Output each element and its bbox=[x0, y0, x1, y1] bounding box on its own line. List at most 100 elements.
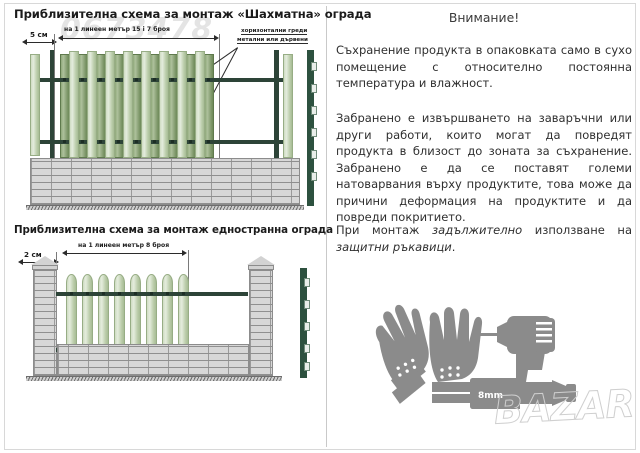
dim-line-span-2 bbox=[66, 253, 184, 254]
bolt bbox=[63, 140, 66, 143]
bolt bbox=[70, 292, 73, 295]
post-profile-view bbox=[307, 50, 314, 206]
slat-front bbox=[87, 51, 97, 158]
safety-gloves-icon bbox=[375, 304, 483, 404]
socket-bit-icon: 8mm bbox=[470, 378, 576, 409]
post-bracket bbox=[304, 278, 310, 287]
dim-arrow-right-span-2 bbox=[182, 250, 187, 256]
bolt bbox=[153, 78, 156, 81]
post-bracket bbox=[304, 322, 310, 331]
slat-front bbox=[123, 51, 133, 158]
bolt bbox=[117, 140, 120, 143]
diagram2-title: Приблизителна схема за монтаж едностранн… bbox=[14, 224, 333, 236]
bolt bbox=[171, 78, 174, 81]
slat-edge bbox=[30, 54, 40, 156]
slat-front bbox=[105, 51, 115, 158]
bolt bbox=[207, 140, 210, 143]
dim-line-5cm bbox=[26, 42, 54, 43]
bolt bbox=[134, 292, 137, 295]
post-bracket bbox=[311, 106, 317, 115]
post-bracket bbox=[304, 300, 310, 309]
storage-paragraph: Съхранение продукта в опаковката само в … bbox=[336, 43, 632, 90]
gloves-text-emphasis-2: защитни ръкавици bbox=[336, 239, 452, 254]
gloves-text-end: . bbox=[451, 239, 456, 254]
post-bracket bbox=[304, 362, 310, 371]
dim-arrow-left-span-2 bbox=[62, 250, 67, 256]
bolt bbox=[118, 292, 121, 295]
rail-bottom-bare bbox=[216, 140, 288, 144]
socket-size-label: 8mm bbox=[478, 391, 503, 401]
bolt bbox=[182, 292, 185, 295]
dim-arrow-right-span-1 bbox=[214, 35, 219, 41]
post-bracket bbox=[311, 150, 317, 159]
pillar-right bbox=[249, 270, 273, 376]
diagram-single-sided-fence: 2 см на 1 линеен метър 8 броя bbox=[8, 242, 324, 447]
bolt bbox=[81, 78, 84, 81]
bolt bbox=[150, 292, 153, 295]
rail-stub-bottom-left bbox=[40, 140, 66, 144]
gloves-text-emphasis-1: задължително bbox=[432, 223, 523, 237]
bolt bbox=[135, 78, 138, 81]
gloves-text-pre: При монтаж bbox=[336, 223, 433, 237]
bolt bbox=[117, 78, 120, 81]
panel-divider bbox=[326, 6, 327, 447]
bolt bbox=[102, 292, 105, 295]
bolt bbox=[166, 292, 169, 295]
dim-tick-b bbox=[219, 34, 220, 168]
dim-label-5cm: 5 см bbox=[30, 30, 48, 39]
slat-front bbox=[141, 51, 151, 158]
bolt bbox=[63, 78, 66, 81]
gloves-paragraph: При монтаж задължително използване на за… bbox=[336, 222, 632, 255]
dim-arrow-left-5cm bbox=[22, 39, 27, 45]
slat-right-edge bbox=[283, 54, 293, 158]
pillar-cap-left bbox=[32, 265, 58, 270]
tools-illustration: 8mm bbox=[375, 304, 576, 409]
brick-base-wall bbox=[30, 158, 300, 205]
fence-post-left bbox=[50, 50, 54, 162]
prohibition-paragraph: Забранено е извършването на заваръчни ил… bbox=[336, 111, 632, 224]
dim-label-2cm: 2 см bbox=[24, 250, 42, 259]
bolt bbox=[99, 78, 102, 81]
callout-horizontal-beams-line1: хоризонтални греди bbox=[241, 28, 308, 35]
post-bracket bbox=[311, 128, 317, 137]
post-bracket bbox=[311, 84, 317, 93]
bolt bbox=[153, 140, 156, 143]
dim-arrow-left-span-1 bbox=[58, 35, 63, 41]
slat-front bbox=[159, 51, 169, 158]
pillar-cap-right bbox=[248, 265, 274, 270]
watermark-bazar: BAZAR bbox=[492, 381, 635, 433]
bolt bbox=[171, 140, 174, 143]
rail-top-bare bbox=[216, 78, 288, 82]
slat-front bbox=[177, 51, 187, 158]
post-profile-view-2 bbox=[300, 268, 307, 378]
diagram1-title: Приблизителна схема за монтаж «Шахматна»… bbox=[14, 7, 372, 21]
bolt bbox=[189, 78, 192, 81]
bolt bbox=[99, 140, 102, 143]
dim-arrow-left-2cm bbox=[18, 259, 23, 265]
bolt bbox=[207, 78, 210, 81]
pillar-cap-roof-left bbox=[31, 256, 59, 265]
rail-stub-top-left bbox=[40, 78, 66, 82]
pillar-left bbox=[33, 270, 57, 376]
power-drill-icon bbox=[475, 316, 555, 382]
ground-line-2 bbox=[26, 376, 282, 381]
rail-bottom-front bbox=[58, 140, 218, 144]
dim-tick-a bbox=[54, 34, 55, 166]
dim-line-span-1 bbox=[62, 38, 217, 39]
fence-post-right bbox=[274, 50, 279, 166]
watermark-phone-number: 0673478 bbox=[60, 12, 214, 47]
dim-label-span-2: на 1 линеен метър 8 броя bbox=[78, 242, 170, 249]
rail-top-front bbox=[58, 78, 218, 82]
dim-label-span-1: на 1 линеен метър 15 і 7 броя bbox=[64, 26, 170, 33]
gloves-text-mid: използване на bbox=[522, 223, 632, 237]
pillar-cap-roof-right bbox=[247, 256, 275, 265]
callout-horizontal-beams-line2: метални или дървени bbox=[237, 37, 308, 44]
bolt bbox=[135, 140, 138, 143]
attention-heading: Внимание! bbox=[448, 10, 520, 25]
slat-front bbox=[69, 51, 79, 158]
ground-line bbox=[26, 205, 304, 210]
bolt bbox=[81, 140, 84, 143]
post-bracket bbox=[304, 344, 310, 353]
post-bracket bbox=[311, 172, 317, 181]
